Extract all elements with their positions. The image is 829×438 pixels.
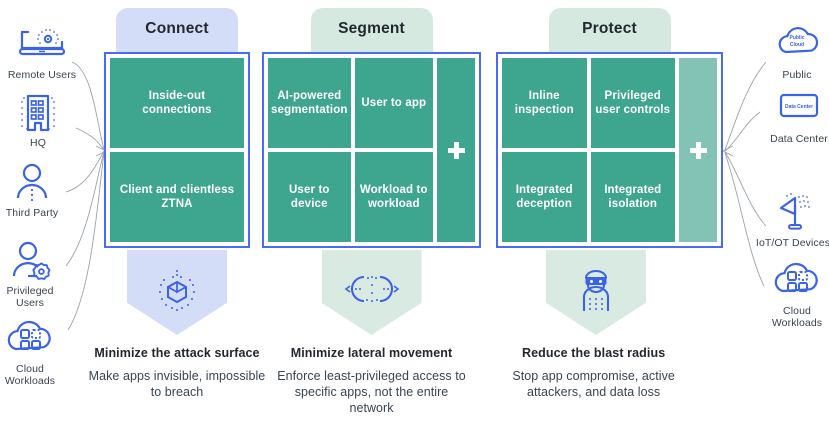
endpoint-cloud-workloads-left: Cloud Workloads — [0, 316, 80, 387]
endpoint-public-cloud: Public Cloud Public — [747, 22, 829, 81]
iot-antenna-icon — [743, 190, 829, 234]
user-dotted-icon — [0, 160, 82, 204]
endpoint-label: Third Party — [5, 207, 59, 219]
endpoint-data-center: Data Center Data Center — [749, 86, 829, 145]
endpoint-label: Remote Users — [7, 69, 77, 81]
pillar-title: Connect — [145, 20, 209, 37]
public-cloud-inner-text-2: Cloud — [790, 42, 804, 48]
plus-icon — [689, 141, 707, 159]
tile-integrated-deception[interactable]: Integrated deception — [502, 152, 587, 242]
pillar-title: Protect — [582, 20, 637, 37]
caption-protect: Reduce the blast radius Stop app comprom… — [494, 346, 694, 400]
caption-heading: Minimize lateral movement — [290, 346, 453, 360]
cloud-workloads-icon — [747, 258, 829, 302]
pillar-title: Segment — [338, 20, 405, 37]
right-endpoints-column: Public Cloud Public Data Center Data Cen… — [729, 0, 829, 438]
tile-inline-inspection[interactable]: Inline inspection — [502, 58, 587, 148]
caption-body: Stop app compromise, active attackers, a… — [512, 369, 675, 399]
endpoint-hq: HQ — [0, 90, 88, 149]
pennant-connect — [127, 250, 227, 335]
tile-grid: Inside-out connections Client and client… — [110, 58, 244, 242]
pillar-board-connect: Inside-out connections Client and client… — [104, 52, 250, 248]
tile-inside-out-connections[interactable]: Inside-out connections — [110, 58, 244, 148]
caption-connect: Minimize the attack surface Make apps in… — [83, 346, 271, 400]
endpoint-label: IoT/OT Devices — [755, 237, 829, 249]
endpoint-label: Privileged Users — [6, 285, 54, 309]
tile-column: Privileged user controls Integrated isol… — [590, 58, 675, 242]
endpoint-label: HQ — [30, 137, 46, 149]
endpoint-label: Data Center — [770, 133, 828, 145]
tile-privileged-user-controls[interactable]: Privileged user controls — [590, 58, 675, 148]
tile-user-to-device[interactable]: User to device — [268, 152, 351, 242]
tile-column: Inline inspection Integrated deception — [502, 58, 587, 242]
tile-column: User to app Workload to workload — [354, 58, 433, 242]
endpoint-remote-users: Remote Users — [0, 22, 92, 81]
caption-segment: Minimize lateral movement Enforce least-… — [272, 346, 472, 416]
public-cloud-inner-text: Public — [789, 35, 804, 41]
endpoint-cloud-workloads-right: Cloud Workloads — [747, 258, 829, 329]
endpoint-iot-devices: IoT/OT Devices — [743, 190, 829, 249]
add-more-button-protect[interactable] — [679, 58, 717, 242]
pennant-segment — [321, 250, 422, 335]
data-center-inner-text: Data Center — [785, 104, 813, 110]
tile-column: AI-powered segmentation User to device — [268, 58, 351, 242]
plus-icon — [447, 141, 465, 159]
endpoint-third-party: Third Party — [0, 160, 82, 219]
tile-column-plus — [437, 58, 475, 242]
pillar-board-protect: Inline inspection Integrated deception P… — [496, 52, 723, 248]
caption-heading: Reduce the blast radius — [521, 346, 666, 360]
caption-body: Make apps invisible, impossible to breac… — [88, 369, 266, 399]
cube-network-icon — [127, 266, 227, 318]
left-endpoints-column: Remote Users — [0, 0, 100, 438]
endpoint-privileged-users: Privileged Users — [0, 238, 80, 309]
pillar-banner-segment: Segment — [310, 8, 433, 54]
attacker-icon — [546, 266, 646, 316]
caption-heading: Minimize the attack surface — [94, 346, 260, 360]
tile-workload-to-workload[interactable]: Workload to workload — [354, 152, 433, 242]
tile-grid: Inline inspection Integrated deception P… — [502, 58, 717, 242]
office-building-icon — [0, 90, 88, 134]
user-gear-icon — [0, 238, 80, 282]
tile-client-clientless-ztna[interactable]: Client and clientless ZTNA — [110, 152, 244, 242]
tile-integrated-isolation[interactable]: Integrated isolation — [590, 152, 675, 242]
tile-ai-powered-segmentation[interactable]: AI-powered segmentation — [268, 58, 351, 148]
pillar-board-segment: AI-powered segmentation User to device U… — [262, 52, 481, 248]
tile-column: Inside-out connections Client and client… — [110, 58, 244, 242]
tile-column-plus — [679, 58, 717, 242]
cloud-workloads-icon — [0, 316, 80, 360]
pennant-protect — [545, 250, 646, 335]
add-more-button-segment[interactable] — [437, 58, 475, 242]
caption-body: Enforce least-privileged access to speci… — [277, 369, 466, 415]
endpoint-label: Cloud Workloads — [4, 363, 56, 387]
lateral-movement-icon — [322, 266, 422, 312]
public-cloud-icon: Public Cloud — [747, 22, 829, 66]
pillar-banner-protect: Protect — [548, 8, 671, 54]
data-center-icon: Data Center — [749, 86, 829, 130]
endpoint-label: Cloud Workloads — [771, 305, 823, 329]
laptop-wireless-icon — [0, 22, 92, 66]
tile-grid: AI-powered segmentation User to device U… — [268, 58, 475, 242]
pillar-banner-connect: Connect — [116, 8, 238, 54]
endpoint-label: Public — [782, 69, 812, 81]
tile-user-to-app[interactable]: User to app — [354, 58, 433, 148]
